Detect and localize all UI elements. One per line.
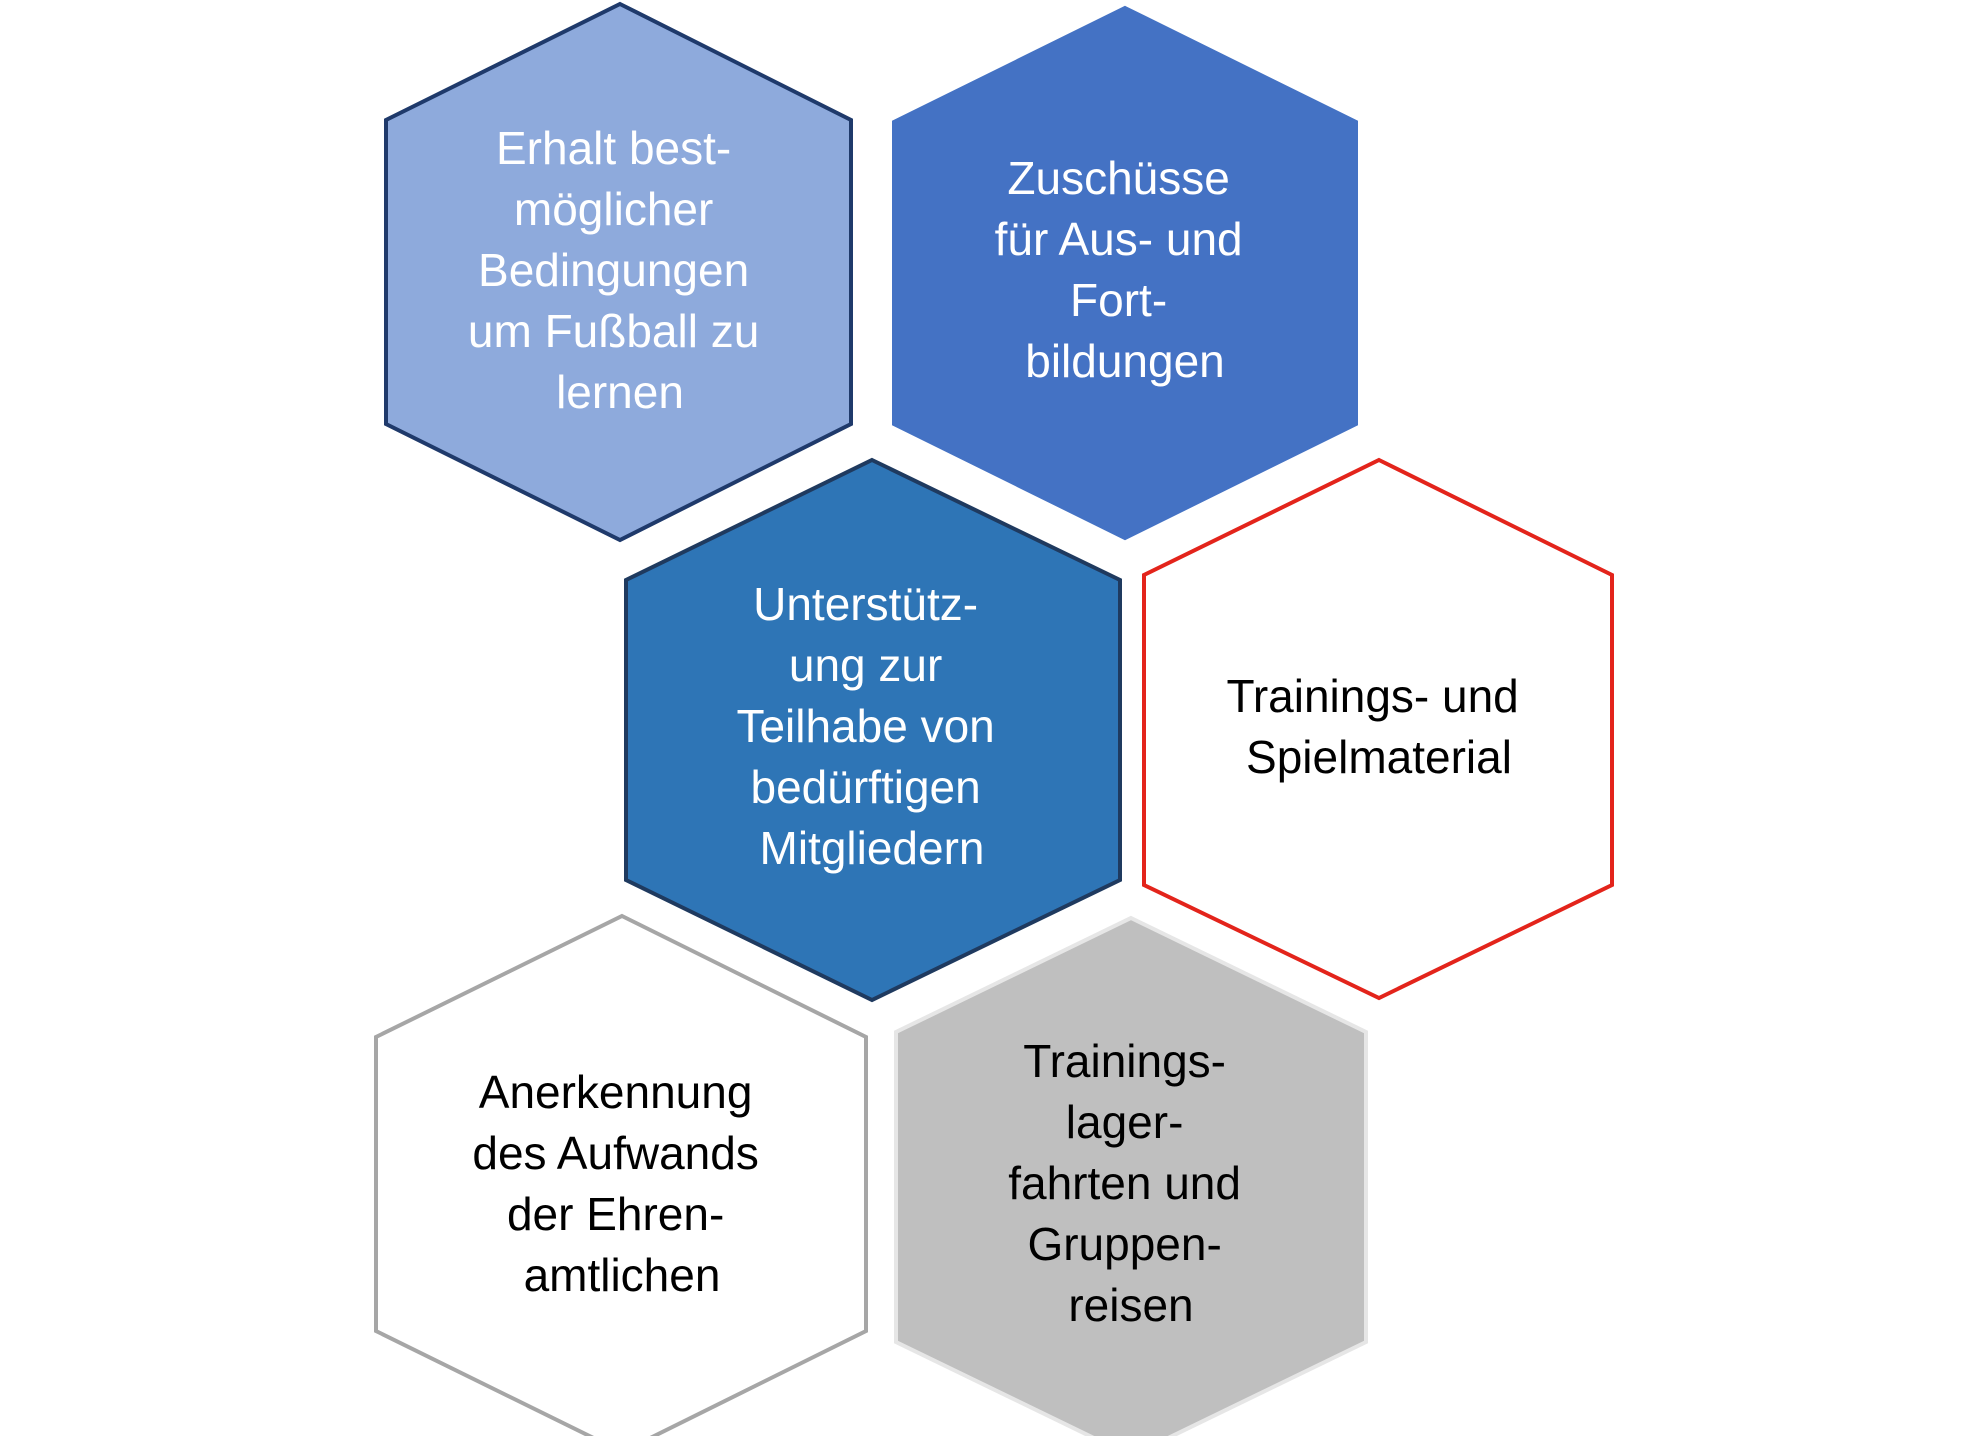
hexagon-erhalt: Erhalt best- möglicher Bedingungen um Fu… [384, 1, 853, 543]
hexagon-anerkennung-line-1: Anerkennung [479, 1066, 753, 1118]
hexagon-zuschuesse-line-3: Fort- [1070, 274, 1167, 326]
hexagon-erhalt-line-4: um Fußball zu [468, 305, 759, 357]
hexagon-trainingslager-line-1: Trainings- [1023, 1035, 1226, 1087]
hexagon-trainingslager-label: Trainings- lager- fahrten und Gruppen- r… [1008, 1035, 1254, 1331]
hexagon-zuschuesse: Zuschüsse für Aus- und Fort- bildungen [892, 5, 1358, 541]
hexagon-unterstuetzung-label: Unterstütz- ung zur Teilhabe von bedürft… [736, 578, 1007, 874]
hexagon-trainingslager-line-4: Gruppen- [1027, 1218, 1221, 1270]
hexagon-erhalt-line-1: Erhalt best- [496, 122, 731, 174]
hexagon-anerkennung-line-3: der Ehren- [507, 1188, 724, 1240]
hexagon-anerkennung-line-2: des Aufwands [472, 1127, 758, 1179]
hexagon-trainingslager-line-3: fahrten und [1008, 1157, 1241, 1209]
hexagon-erhalt-shape [384, 1, 853, 543]
hexagon-unterstuetzung: Unterstütz- ung zur Teilhabe von bedürft… [624, 457, 1122, 1003]
hexagon-zuschuesse-line-1: Zuschüsse [1007, 152, 1229, 204]
hexagon-zuschuesse-line-4: bildungen [1025, 335, 1225, 387]
hexagon-material-label: Trainings- und Spielmaterial [1226, 670, 1531, 783]
hexagon-zuschuesse-shape [892, 5, 1358, 541]
hexagon-erhalt-line-5: lernen [556, 366, 684, 418]
hexagon-material: Trainings- und Spielmaterial [1142, 457, 1614, 1001]
hexagon-unterstuetzung-line-4: bedürftigen [751, 761, 981, 813]
hexagon-trainingslager-line-5: reisen [1068, 1279, 1193, 1331]
hexagon-anerkennung-label: Anerkennung des Aufwands der Ehren- amtl… [472, 1066, 771, 1301]
hexagon-trainingslager-shape [894, 915, 1368, 1436]
hexagon-erhalt-line-2: möglicher [514, 183, 713, 235]
hexagon-erhalt-line-3: Bedingungen [478, 244, 749, 296]
hexagon-trainingslager: Trainings- lager- fahrten und Gruppen- r… [894, 915, 1368, 1436]
hexagon-unterstuetzung-line-1: Unterstütz- [753, 578, 978, 630]
hexagon-material-line-2: Spielmaterial [1246, 731, 1512, 783]
hexagon-trainingslager-line-2: lager- [1066, 1096, 1184, 1148]
hexagon-zuschuesse-label: Zuschüsse für Aus- und Fort- bildungen [995, 152, 1256, 387]
hexagon-unterstuetzung-line-5: Mitgliedern [760, 822, 985, 874]
hexagon-anerkennung-shape [374, 913, 868, 1436]
hexagon-erhalt-label: Erhalt best- möglicher Bedingungen um Fu… [468, 122, 772, 418]
hexagon-material-line-1: Trainings- und [1226, 670, 1518, 722]
hexagon-zuschuesse-line-2: für Aus- und [995, 213, 1243, 265]
hexagon-unterstuetzung-line-2: ung zur [789, 639, 942, 691]
hexagon-unterstuetzung-shape [624, 457, 1122, 1003]
hexagon-anerkennung: Anerkennung des Aufwands der Ehren- amtl… [374, 913, 868, 1436]
hexagon-anerkennung-line-4: amtlichen [524, 1249, 721, 1301]
hexagon-material-shape [1142, 457, 1614, 1001]
hexagon-unterstuetzung-line-3: Teilhabe von [736, 700, 994, 752]
